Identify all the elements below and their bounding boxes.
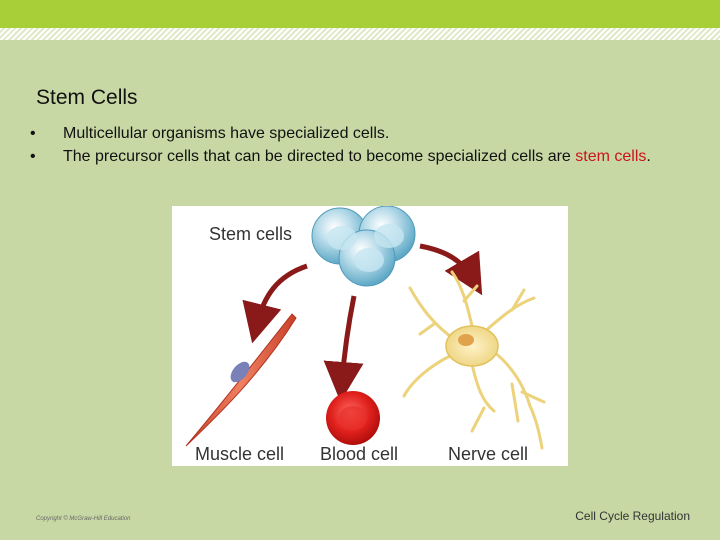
bullet-marker: • — [30, 148, 36, 165]
bullet-list: • Multicellular organisms have specializ… — [30, 122, 690, 168]
arrow-to-muscle — [242, 263, 308, 344]
bullet-text-end: . — [646, 148, 651, 165]
bullet-text: Multicellular organisms have specialized… — [63, 125, 390, 142]
arrow-to-blood — [323, 295, 364, 402]
bullet-text: The precursor cells that can be directed… — [63, 148, 576, 165]
top-hatch-stripe — [0, 28, 720, 40]
stem-cells-label: Stem cells — [209, 224, 293, 244]
bullet-marker: • — [30, 125, 36, 142]
arrow-to-nerve — [419, 243, 483, 296]
footer-topic: Cell Cycle Regulation — [575, 509, 690, 523]
muscle-cell — [185, 313, 297, 447]
nerve-cell — [402, 270, 546, 450]
stem-cell-diagram: Stem cells Muscle cell Blood cell Nerve … — [172, 206, 568, 466]
copyright-note: Copyright © McGraw-Hill Education — [36, 516, 131, 522]
highlighted-term: stem cells — [575, 148, 647, 165]
nerve-cell-label: Nerve cell — [448, 444, 529, 464]
blood-cell-label: Blood cell — [320, 444, 399, 464]
stem-cells-cluster — [311, 206, 416, 287]
slide-title: Stem Cells — [36, 86, 138, 109]
bullet-item: • Multicellular organisms have specializ… — [30, 122, 690, 145]
bullet-item: • The precursor cells that can be direct… — [30, 145, 690, 168]
diagram-illustration — [185, 206, 546, 450]
top-banner — [0, 0, 720, 28]
muscle-cell-label: Muscle cell — [195, 444, 285, 464]
blood-cell — [326, 391, 380, 445]
